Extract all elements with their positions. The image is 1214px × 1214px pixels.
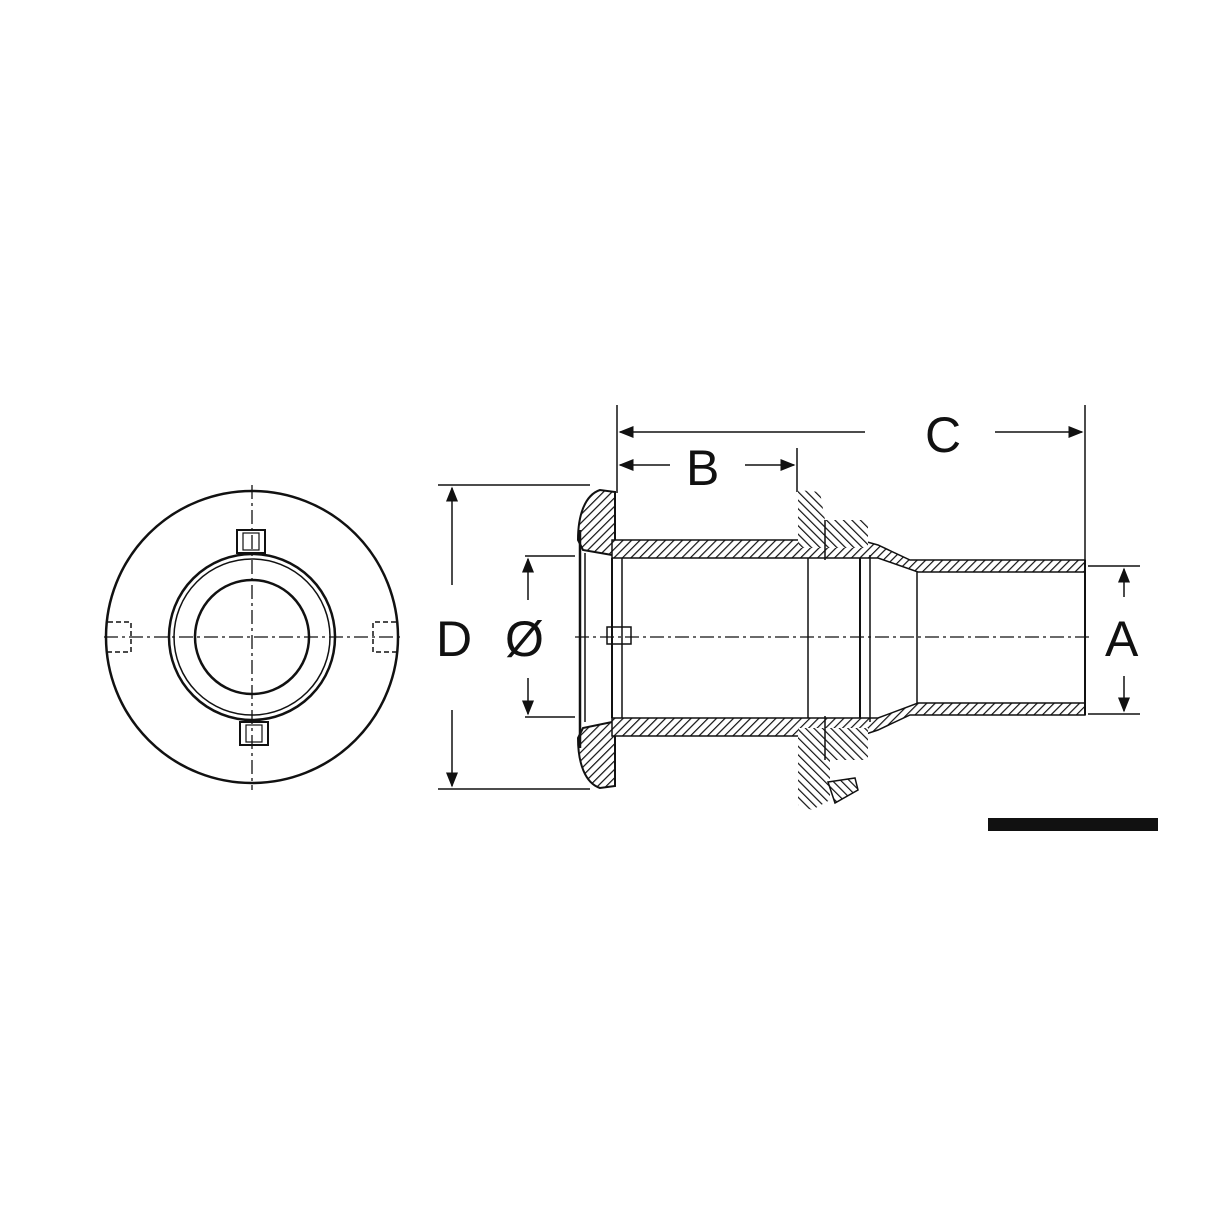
label-d: D	[436, 611, 472, 667]
label-diameter: Ø	[505, 611, 544, 667]
left-tab-hidden	[108, 621, 132, 653]
bottom-tab	[239, 721, 269, 746]
front-view	[104, 485, 402, 790]
key-notch	[606, 626, 632, 645]
dimensions	[438, 405, 1140, 790]
scale-bar	[988, 818, 1158, 831]
section-view	[575, 488, 1090, 810]
top-tab	[236, 529, 266, 554]
label-c: C	[925, 407, 961, 463]
right-tab-hidden	[372, 621, 396, 653]
label-a: A	[1105, 611, 1139, 667]
label-b: B	[686, 440, 719, 496]
